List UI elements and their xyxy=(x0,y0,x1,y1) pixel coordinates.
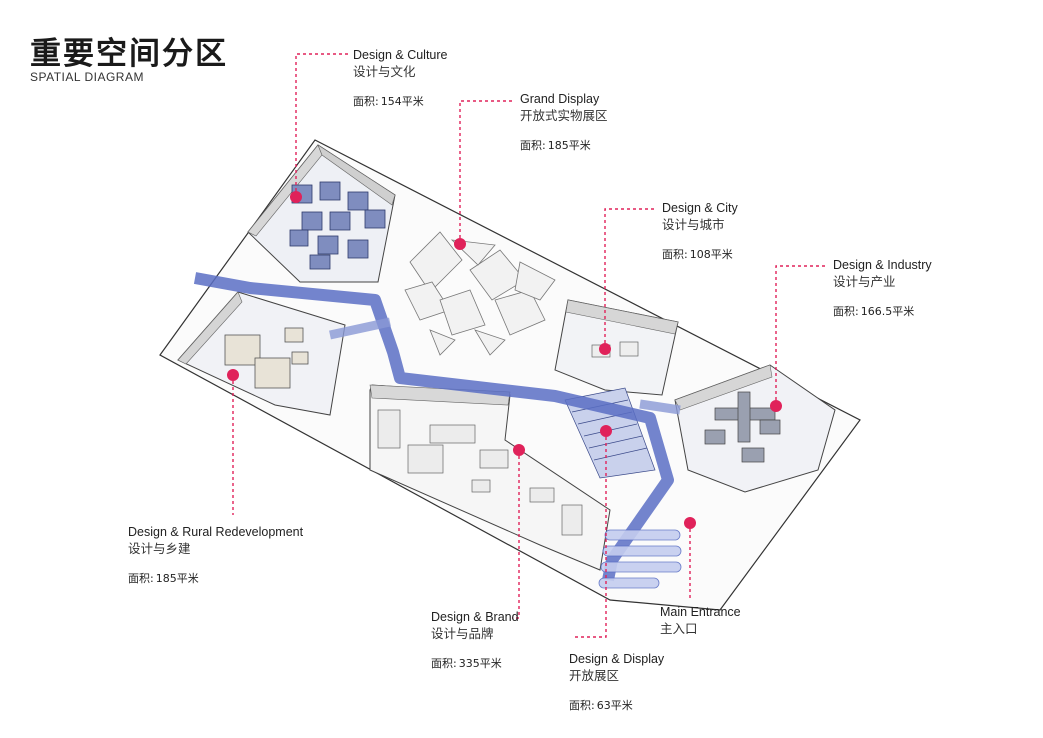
zone-label-design-rural: Design & Rural Redevelopment 设计与乡建面积:185平… xyxy=(128,524,303,586)
zone-label-design-brand: Design & Brand 设计与品牌面积:335平米 xyxy=(431,609,519,671)
zone-name-en: Design & Rural Redevelopment xyxy=(128,525,304,539)
industry-modules xyxy=(704,391,781,463)
zone-name-en: Design & Culture xyxy=(353,48,448,62)
zone-name-cn: 设计与乡建 xyxy=(128,541,191,556)
zone-name-cn: 主入口 xyxy=(660,621,698,636)
area-value: 335平米 xyxy=(458,657,502,670)
entrance-fan xyxy=(598,529,682,589)
zone-name-cn: 设计与产业 xyxy=(833,274,896,289)
grand-display-panels xyxy=(404,231,556,356)
circulation-path xyxy=(193,272,674,582)
zone-name-en: Design & City xyxy=(662,201,738,215)
zone-label-main-entrance: Main Entrance 主入口 xyxy=(660,604,741,638)
brand-modules xyxy=(377,409,583,536)
area-value: 108平米 xyxy=(689,248,733,261)
grand-display-marker xyxy=(454,238,466,250)
area-label: 面积: xyxy=(520,139,546,152)
area-label: 面积: xyxy=(662,248,688,261)
zone-name-cn: 开放展区 xyxy=(569,668,620,683)
main-entrance-marker xyxy=(684,517,696,529)
zone-name-en: Design & Display xyxy=(569,652,665,666)
zone-name-cn: 设计与城市 xyxy=(662,217,725,232)
zone-name-en: Main Entrance xyxy=(660,605,741,619)
zone-name-cn: 设计与品牌 xyxy=(431,626,494,641)
zone-name-cn: 开放式实物展区 xyxy=(520,108,608,123)
zone-label-design-industry: Design & Industry 设计与产业面积:166.5平米 xyxy=(833,257,932,319)
area-label: 面积: xyxy=(128,572,154,585)
zone-area: 面积:185平米 xyxy=(520,137,608,153)
zone-name-en: Design & Brand xyxy=(431,610,519,624)
area-label: 面积: xyxy=(833,305,859,318)
zone-area: 面积:63平米 xyxy=(569,697,664,713)
zone-label-design-display: Design & Display 开放展区面积:63平米 xyxy=(569,651,664,713)
design-brand-marker xyxy=(513,444,525,456)
page-subtitle: SPATIAL DIAGRAM xyxy=(30,70,144,84)
zone-area: 面积:154平米 xyxy=(353,93,448,109)
page-title: 重要空间分区 xyxy=(30,36,228,72)
design-industry-leader-line xyxy=(775,265,828,406)
zone-label-grand-display: Grand Display 开放式实物展区面积:185平米 xyxy=(520,91,608,153)
zone-name-cn: 设计与文化 xyxy=(353,64,416,79)
area-value: 185平米 xyxy=(547,139,591,152)
design-culture-marker xyxy=(290,191,302,203)
area-value: 154平米 xyxy=(380,95,424,108)
design-display-marker xyxy=(600,425,612,437)
area-value: 166.5平米 xyxy=(860,305,915,318)
area-label: 面积: xyxy=(431,657,457,670)
area-value: 63平米 xyxy=(596,699,633,712)
culture-modules xyxy=(289,181,386,270)
design-city-leader-line xyxy=(604,208,657,349)
zone-area: 面积:335平米 xyxy=(431,655,519,671)
area-label: 面积: xyxy=(569,699,595,712)
design-display-leader-line xyxy=(574,431,607,638)
zone-name-en: Grand Display xyxy=(520,92,600,106)
design-brand-leader-line xyxy=(512,450,520,619)
design-rural-marker xyxy=(227,369,239,381)
design-industry-marker xyxy=(770,400,782,412)
zone-area: 面积:166.5平米 xyxy=(833,303,932,319)
zone-area: 面积:185平米 xyxy=(128,570,303,586)
zone-area: 面积:108平米 xyxy=(662,246,738,262)
zone-name-en: Design & Industry xyxy=(833,258,932,272)
area-value: 185平米 xyxy=(155,572,199,585)
design-city-marker xyxy=(599,343,611,355)
rural-modules xyxy=(224,327,309,389)
zone-label-design-city: Design & City 设计与城市面积:108平米 xyxy=(662,200,738,262)
zone-label-design-culture: Design & Culture 设计与文化面积:154平米 xyxy=(353,47,448,109)
area-label: 面积: xyxy=(353,95,379,108)
